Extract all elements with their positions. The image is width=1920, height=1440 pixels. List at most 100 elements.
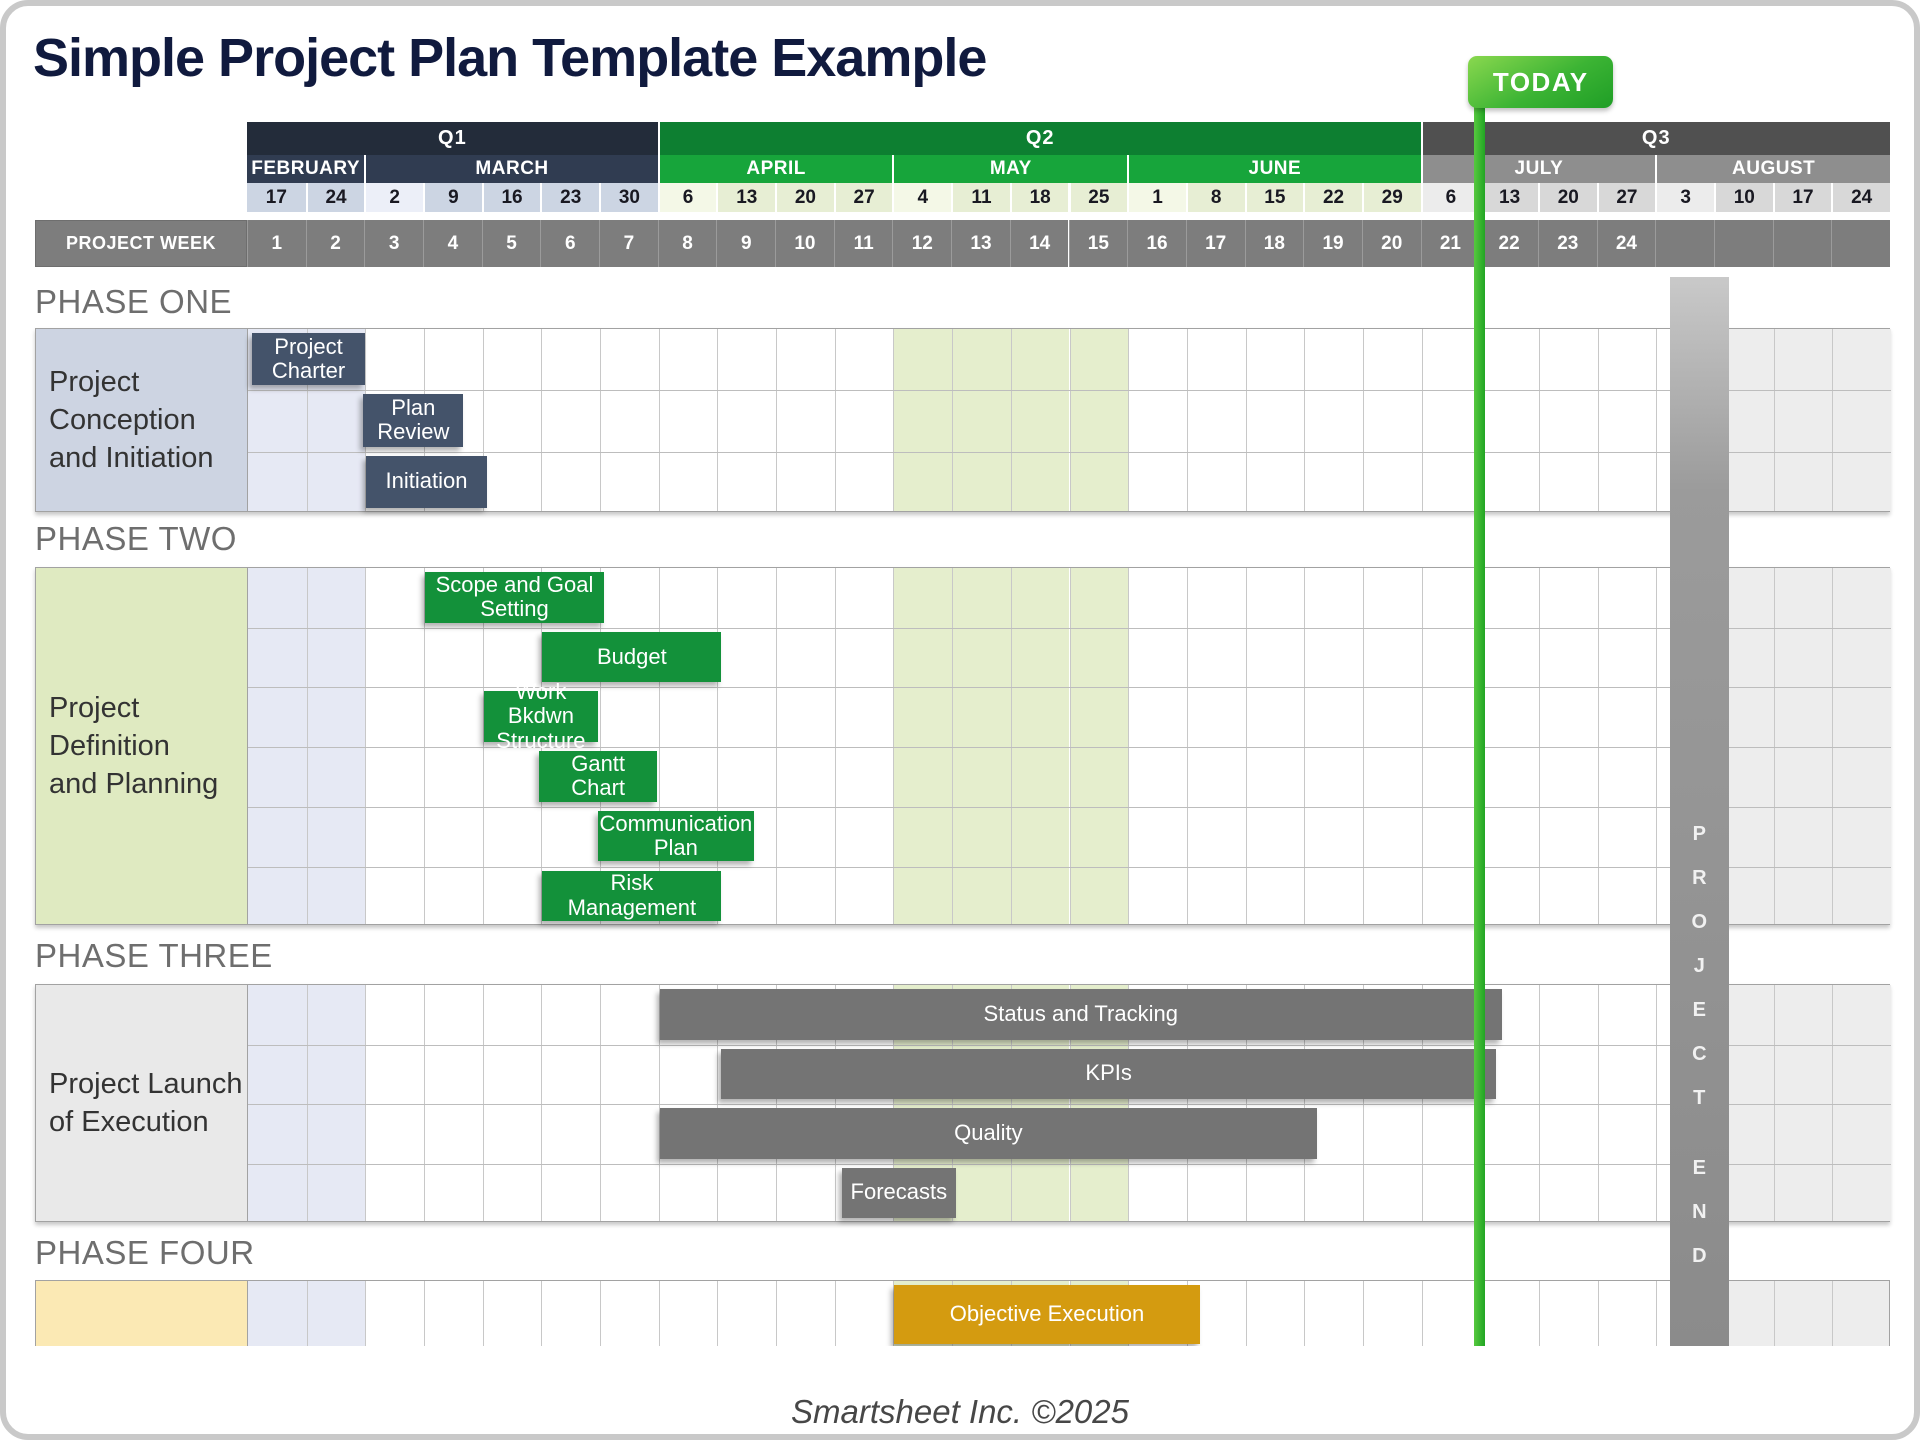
week-date-cell: 24: [305, 183, 365, 212]
week-date-cell: 30: [599, 183, 658, 212]
task-bar: Quality: [659, 1108, 1317, 1159]
project-week-cell: 24: [1596, 220, 1656, 267]
phase-label-line: and Planning: [49, 768, 219, 801]
week-date-cell: 16: [481, 183, 541, 212]
grid-col-line: [1245, 1281, 1247, 1346]
task-bar: Work Bkdwn Structure: [483, 679, 599, 753]
week-date-cell: 18: [1009, 183, 1069, 212]
grid-col-line: [600, 985, 602, 1221]
grid-row-line: [248, 451, 1891, 453]
grid-col-line: [1421, 985, 1423, 1221]
grid-col-line: [658, 1281, 660, 1346]
task-bar: Plan Review: [363, 394, 464, 447]
project-week-cell: 8: [657, 220, 717, 267]
week-date-cell: 6: [1420, 183, 1480, 212]
grid-col-line: [893, 985, 895, 1221]
grid-row-line: [248, 1163, 1891, 1165]
grid-col-line: [600, 329, 602, 511]
phase-heading: PHASE TWO: [35, 520, 237, 557]
month-header-cell: JUNE: [1127, 155, 1421, 183]
project-week-cell: 21: [1420, 220, 1480, 267]
project-week-cell: 13: [951, 220, 1010, 267]
phase-heading: PHASE FOUR: [35, 1234, 255, 1271]
grid-col-line: [717, 985, 719, 1221]
project-week-cell: [1831, 220, 1890, 267]
week-date-cell: 29: [1361, 183, 1421, 212]
grid-col-line: [952, 985, 954, 1221]
highlight-band-cell: [893, 329, 953, 511]
project-end-letter: T: [1693, 1086, 1706, 1109]
grid-row-line: [248, 390, 1891, 392]
page-title: Simple Project Plan Template Example: [33, 28, 987, 88]
grid-row-line: [248, 747, 1891, 749]
grid-col-line: [482, 1281, 484, 1346]
highlight-band-cell: [1773, 329, 1833, 511]
project-week-cell: 14: [1009, 220, 1069, 267]
task-bar: Budget: [542, 631, 722, 683]
project-week-cell: 7: [599, 220, 658, 267]
grid-col-line: [776, 329, 778, 511]
highlight-band-cell: [1773, 985, 1833, 1221]
project-week-label-cell: PROJECT WEEK: [35, 220, 247, 267]
task-bar: Risk Management: [542, 870, 722, 922]
grid-col-line: [482, 985, 484, 1221]
grid-col-line: [893, 329, 895, 511]
grid-col-line: [365, 985, 367, 1221]
grid-col-line: [1421, 329, 1423, 511]
grid-col-line: [600, 1281, 602, 1346]
grid-col-line: [1421, 1281, 1423, 1346]
week-date-cell: 23: [540, 183, 600, 212]
task-bar: Scope and Goal Setting: [425, 572, 604, 623]
project-week-cell: 18: [1244, 220, 1304, 267]
grid-row-line: [248, 687, 1891, 689]
grid-col-line: [776, 568, 778, 925]
project-week-cell: 16: [1127, 220, 1186, 267]
phase-heading: PHASE THREE: [35, 937, 273, 974]
grid-col-line: [1832, 568, 1834, 925]
month-header-cell: MAY: [892, 155, 1128, 183]
project-end-letter: E: [1692, 1156, 1706, 1179]
grid-col-line: [306, 568, 308, 925]
grid-col-line: [1832, 1281, 1834, 1346]
week-date-cell: 22: [1303, 183, 1362, 212]
grid-col-line: [834, 329, 836, 511]
phase-label-line: of Execution: [49, 1106, 209, 1138]
highlight-band-cell: [1010, 329, 1070, 511]
grid-col-line: [893, 1281, 895, 1346]
project-end-letter: R: [1692, 866, 1707, 889]
grid-col-line: [600, 568, 602, 925]
week-date-cell: 27: [833, 183, 893, 212]
project-end-letter: [1670, 1120, 1729, 1146]
grid-col-line: [1538, 568, 1540, 925]
grid-col-line: [541, 329, 543, 511]
week-date-cell: 17: [1772, 183, 1832, 212]
grid-col-line: [1245, 985, 1247, 1221]
month-header-cell: MARCH: [364, 155, 658, 183]
task-bar: Initiation: [366, 455, 487, 508]
highlight-band-cell: [893, 568, 953, 925]
grid-col-line: [1010, 329, 1012, 511]
grid-col-line: [952, 329, 954, 511]
grid-col-line: [1538, 329, 1540, 511]
project-week-cell: [1655, 220, 1714, 267]
week-date-cell: 10: [1713, 183, 1773, 212]
grid-col-line: [1128, 329, 1130, 511]
grid-col-line: [658, 329, 660, 511]
week-date-cell: 3: [1655, 183, 1714, 212]
grid-col-line: [1538, 985, 1540, 1221]
grid-row-line: [248, 1044, 1891, 1046]
grid-col-line: [1597, 329, 1599, 511]
phase-label-line: and Initiation: [49, 442, 214, 475]
grid-col-line: [717, 329, 719, 511]
project-week-cell: 22: [1479, 220, 1538, 267]
grid-col-line: [1128, 568, 1130, 925]
phase-label-line: Conception: [49, 403, 196, 436]
grid-col-line: [1597, 985, 1599, 1221]
grid-col-line: [482, 329, 484, 511]
week-date-cell: 8: [1185, 183, 1245, 212]
highlight-band-cell: [1832, 985, 1891, 1221]
